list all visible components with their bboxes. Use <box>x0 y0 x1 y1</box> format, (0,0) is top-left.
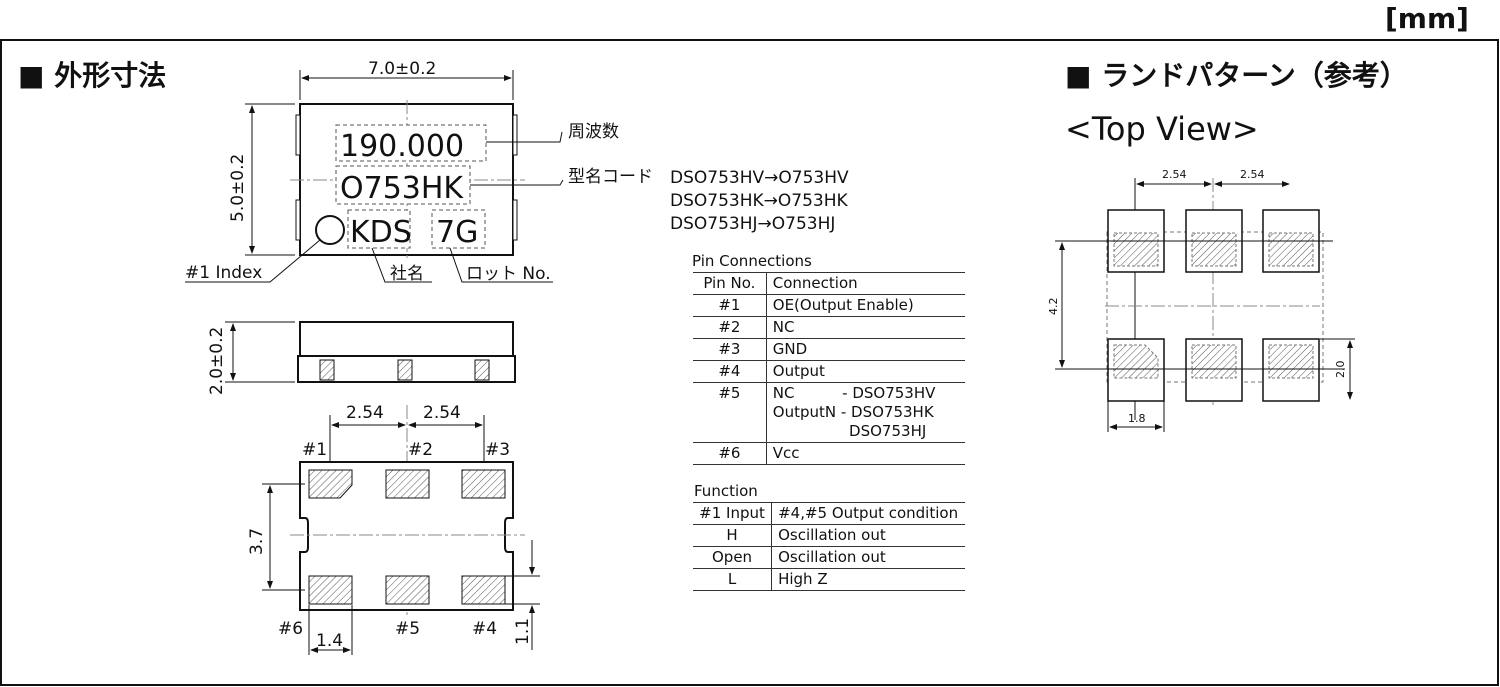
label-index: #1 Index <box>185 263 262 283</box>
header-input: #1 Input <box>693 502 773 525</box>
pin-cell: #2 <box>693 316 767 339</box>
header-connection: Connection <box>766 272 965 295</box>
pin-label-2: #2 <box>408 440 433 460</box>
marking-company: KDS <box>350 215 412 250</box>
pin-label-5: #5 <box>395 619 420 639</box>
input-cell: Open <box>693 546 773 569</box>
connection-cell: Output <box>766 360 965 383</box>
output-cell: Oscillation out <box>771 524 965 547</box>
pin-cell: #1 <box>693 294 767 317</box>
label-frequency: 周波数 <box>568 122 619 142</box>
label-model-code: 型名コード <box>568 167 653 187</box>
land-pattern-title: ■ ランドパターン（参考） <box>1065 59 1408 92</box>
input-cell: L <box>693 568 773 591</box>
connection-cell: GND <box>766 338 965 361</box>
pin1-index-mark <box>315 215 345 245</box>
model-map-1: DSO753HV→O753HV <box>670 168 849 188</box>
pin-label-1: #1 <box>302 440 327 460</box>
package-side-view: 2.0±0.2 <box>207 321 516 395</box>
top-view-label: <Top View> <box>1065 110 1259 148</box>
pin-cell: #3 <box>693 338 767 361</box>
land-vertical-dimension: 4.2 <box>1047 298 1060 316</box>
land-pitch-1: 2.54 <box>1162 168 1187 181</box>
width-dimension: 7.0±0.2 <box>368 59 436 79</box>
pin-label-4: #4 <box>472 619 497 639</box>
pin-cell: #6 <box>693 442 767 465</box>
land-pad-height-dimension: 2.0 <box>1334 361 1347 379</box>
table-header-row: Pin No.Connection <box>693 272 965 295</box>
output-cell: High Z <box>771 568 965 591</box>
connection-cell: Vcc <box>766 442 965 465</box>
pad-width-dimension: 1.4 <box>316 631 343 651</box>
pad-height-dimension: 1.1 <box>513 618 533 645</box>
pin-cell: #4 <box>693 360 767 383</box>
model-map-3: DSO753HJ→O753HJ <box>670 214 835 234</box>
land-pad-width-dimension: 1.8 <box>1128 412 1146 425</box>
marking-frequency: 190.000 <box>340 129 464 164</box>
label-lot: ロット No. <box>466 264 551 284</box>
connection-cell: NC <box>766 316 965 339</box>
pitch-dimension-1: 2.54 <box>346 403 384 423</box>
header-output-condition: #4,#5 Output condition <box>771 502 965 525</box>
pin-cell: #5 <box>693 382 767 443</box>
land-pattern-drawing: 2.54 2.54 4.2 2.0 1.8 <box>1047 168 1355 432</box>
table-header-row: #1 Input#4,#5 Output condition <box>693 502 965 525</box>
input-cell: H <box>693 524 773 547</box>
package-top-view: 7.0±0.2 5.0±0.2 190.000 O753HK KDS 7G 周波… <box>185 59 849 284</box>
pin-label-3: #3 <box>485 440 510 460</box>
frame-border <box>0 39 1499 686</box>
connection-cell: OE(Output Enable) <box>766 294 965 317</box>
marking-model: O753HK <box>340 171 464 206</box>
package-bottom-view: 2.54 2.54 #1 #2 #3 #6 #5 #4 3.7 1.4 1.1 <box>247 403 540 655</box>
output-cell: Oscillation out <box>771 546 965 569</box>
function-caption: Function <box>694 482 758 500</box>
vertical-pitch-dimension: 3.7 <box>247 528 267 555</box>
marking-lot: 7G <box>436 215 478 250</box>
land-pitch-2: 2.54 <box>1240 168 1265 181</box>
height-dimension: 5.0±0.2 <box>228 154 248 222</box>
header-pin-no: Pin No. <box>693 272 767 295</box>
outline-title: ■ 外形寸法 <box>18 59 166 92</box>
pin-connections-caption: Pin Connections <box>692 252 812 270</box>
thickness-dimension: 2.0±0.2 <box>207 327 227 395</box>
model-map-2: DSO753HK→O753HK <box>670 191 848 211</box>
connection-cell: NC - DSO753HV OutputN - DSO753HK DSO753H… <box>766 382 965 443</box>
unit-label: [mm] <box>1385 2 1469 35</box>
label-company: 社名 <box>390 264 424 284</box>
pitch-dimension-2: 2.54 <box>423 403 461 423</box>
pin-label-6: #6 <box>278 619 303 639</box>
